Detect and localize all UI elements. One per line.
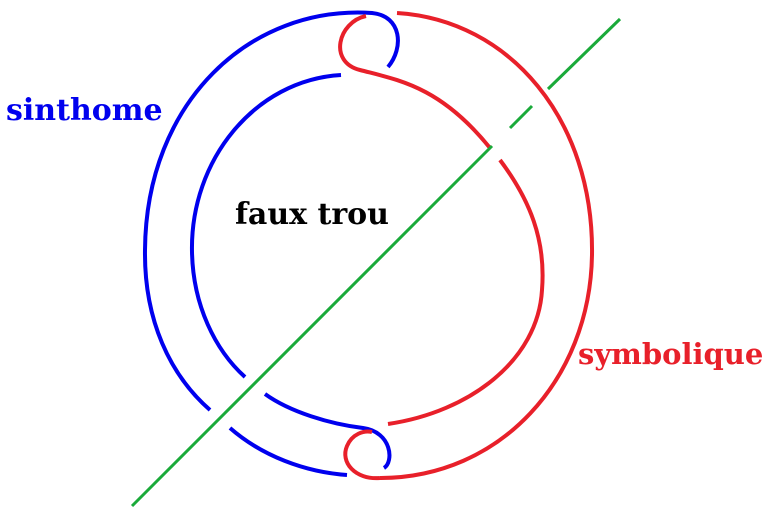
symbolique-bottom-hook <box>343 429 381 481</box>
axis-segment-dash <box>508 104 534 130</box>
symbolique-outer-arc <box>379 11 595 480</box>
symbolique-inner-arc <box>387 158 545 426</box>
symbolique-label: symbolique <box>578 337 764 371</box>
sinthome-outer-bottom <box>228 426 348 477</box>
sinthome-ring <box>142 10 400 477</box>
symbolique-ring <box>338 11 595 481</box>
sinthome-label: sinthome <box>6 93 163 128</box>
sinthome-outer-arc <box>142 10 400 412</box>
axis-segment-top <box>546 17 622 91</box>
sinthome-inner-arc <box>189 73 342 379</box>
sinthome-inner-bottom <box>263 392 392 470</box>
axis-line <box>130 17 622 508</box>
faux-trou-label: faux trou <box>235 197 389 232</box>
symbolique-top-hook <box>338 14 492 150</box>
axis-segment-main <box>130 144 494 508</box>
